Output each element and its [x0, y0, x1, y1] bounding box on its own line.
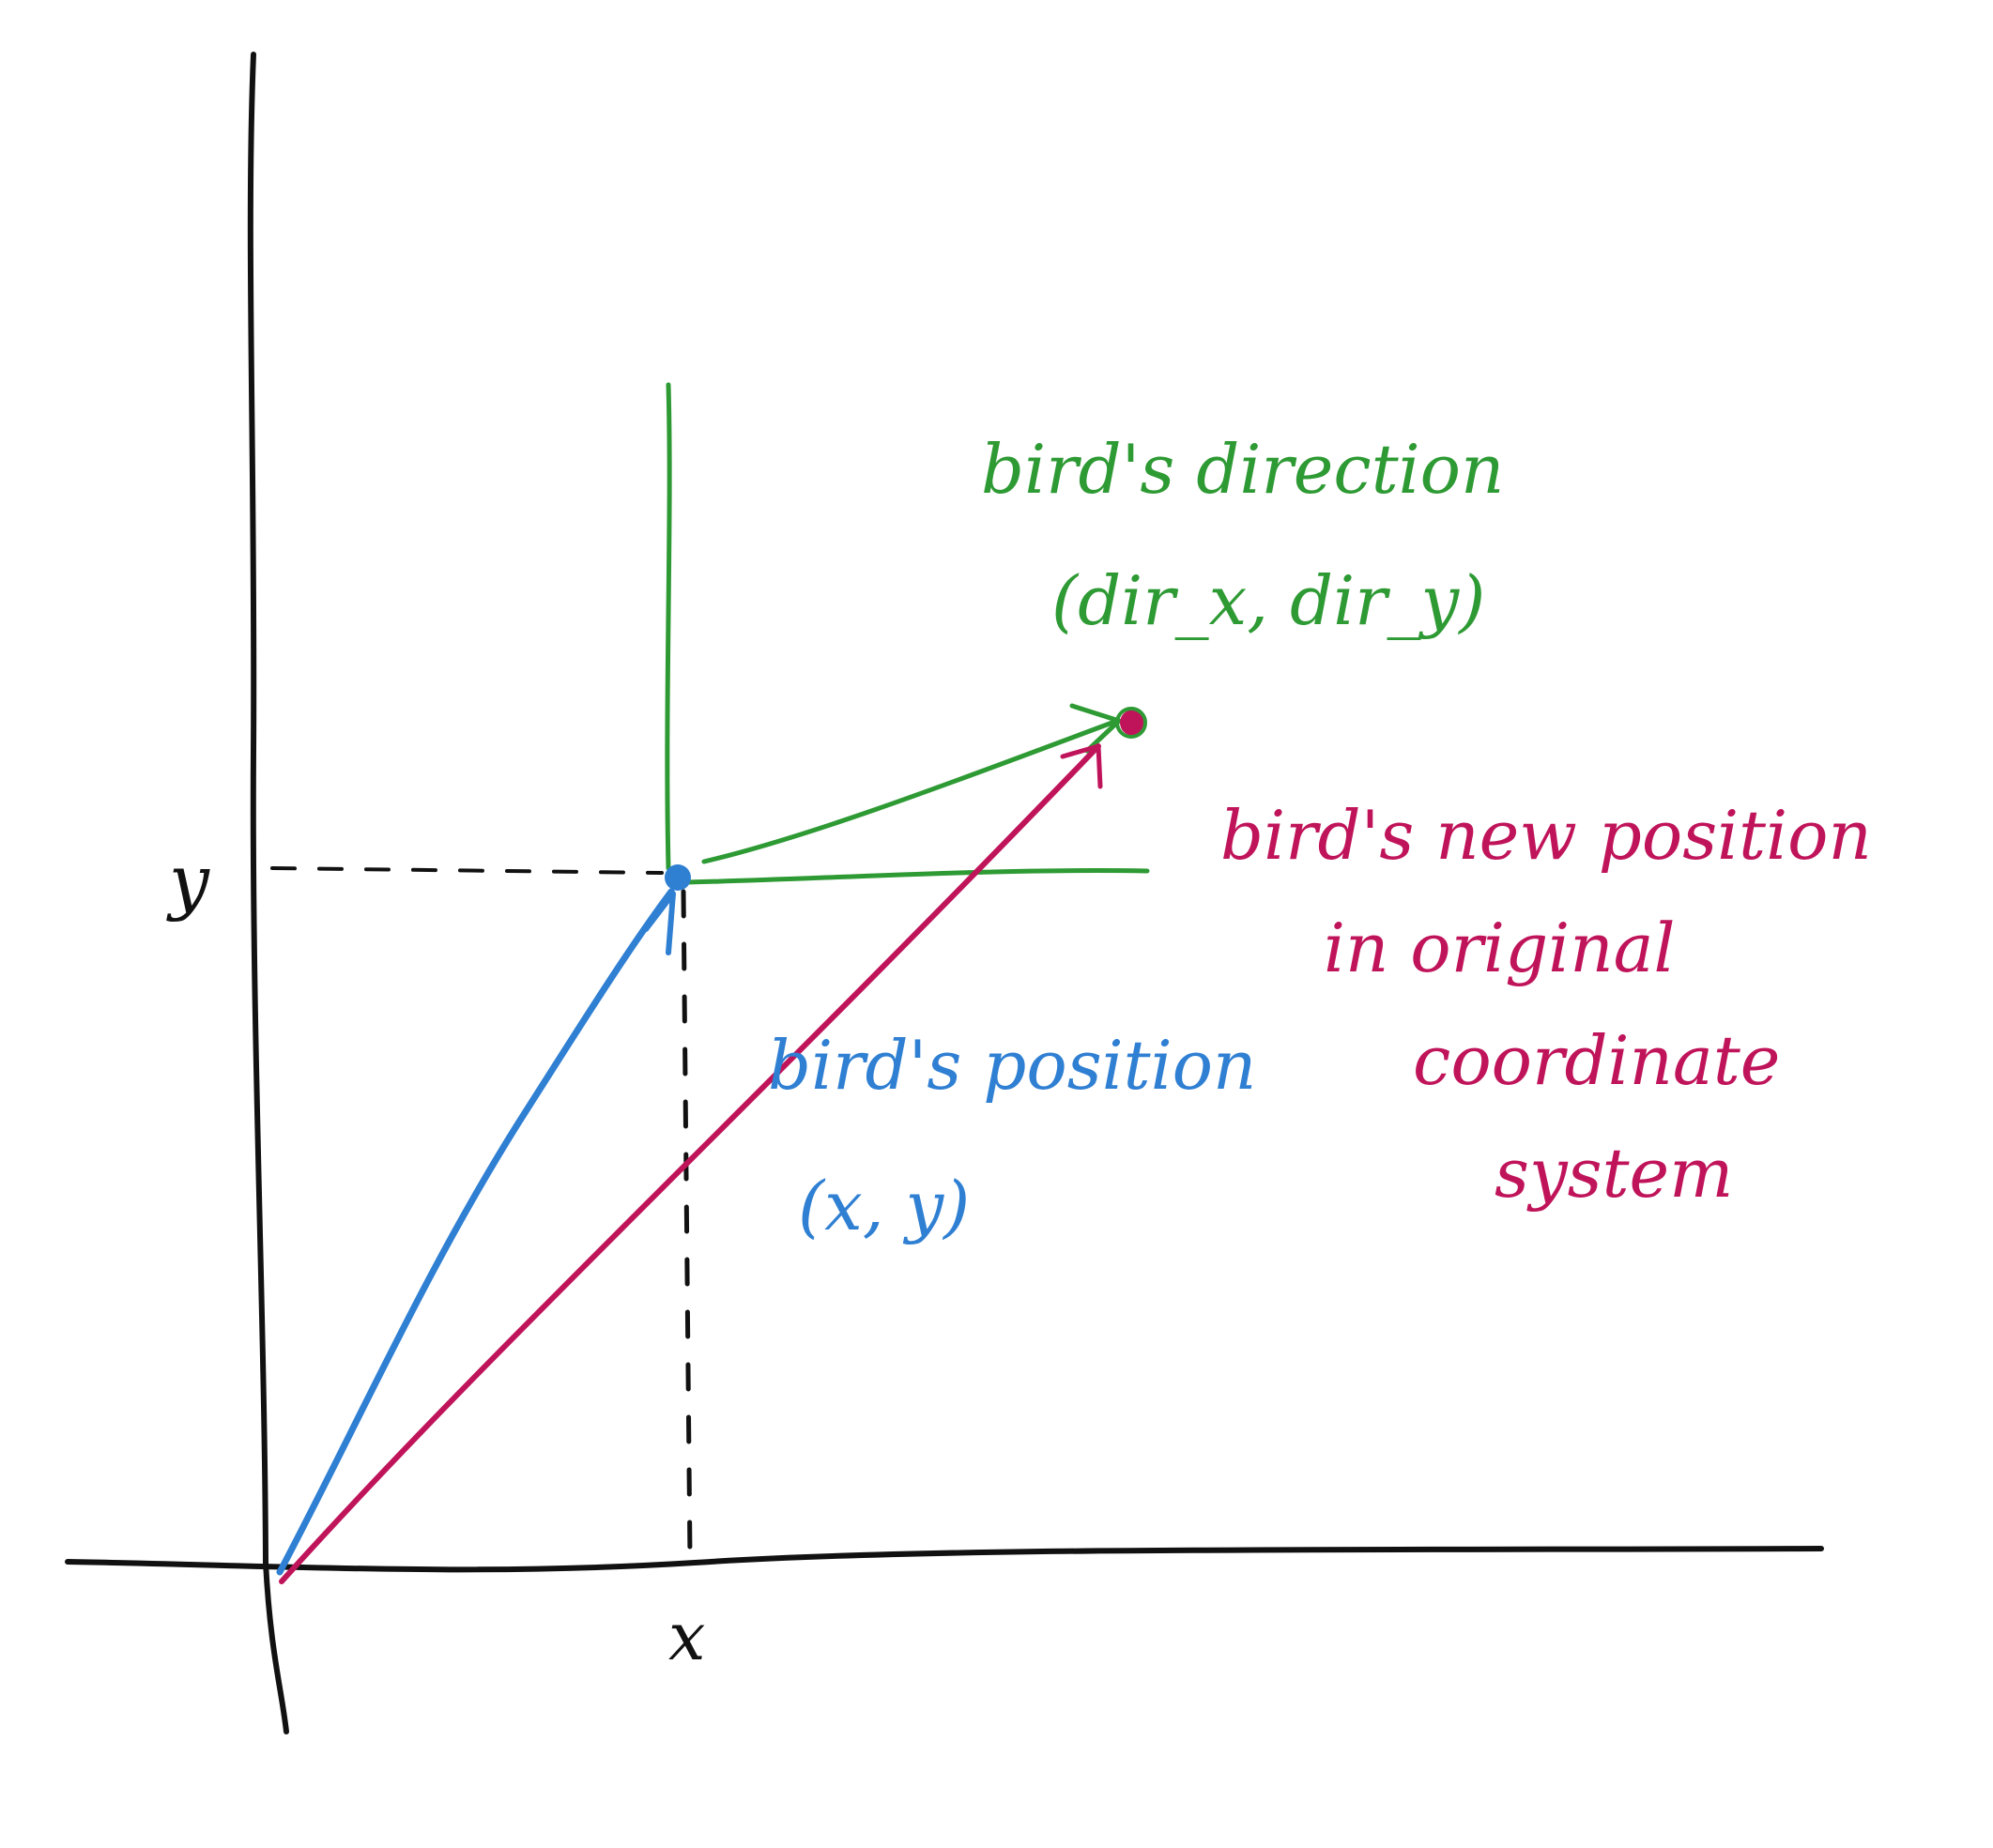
direction-label: bird's direction (dir_x, dir_y)	[981, 430, 1504, 640]
new-position-label-line1: bird's new position	[1220, 796, 1872, 875]
local-frame-horizontal-line	[681, 868, 1150, 885]
new-position-label-line4: system	[1495, 1134, 1733, 1213]
y-guide-dashed-line	[270, 866, 664, 875]
position-label-line1: bird's position	[768, 1026, 1256, 1105]
position-vector-line	[276, 888, 675, 1576]
y-axis-label: y	[166, 839, 210, 923]
new-position-vector-line	[279, 743, 1101, 1584]
local-frame-vertical-line	[665, 382, 672, 871]
direction-vector-line	[701, 718, 1120, 864]
new-position-label: bird's new position in original coordina…	[1220, 796, 1872, 1213]
direction-label-line2: (dir_x, dir_y)	[1051, 561, 1485, 640]
bird-position-point	[665, 864, 691, 891]
x-axis-line	[65, 1546, 1824, 1573]
y-axis-line	[247, 52, 289, 1734]
new-position-label-line2: in original	[1324, 909, 1676, 987]
new-position-label-line3: coordinate	[1413, 1021, 1780, 1100]
position-arrowhead	[643, 891, 676, 955]
direction-tip-ring	[1115, 707, 1147, 739]
new-position-arrowhead	[1060, 743, 1103, 789]
direction-label-line1: bird's direction	[981, 430, 1504, 509]
position-label-line2: (x, y)	[798, 1167, 970, 1245]
x-axis-label: x	[668, 1598, 705, 1675]
x-guide-dashed-line	[681, 889, 693, 1561]
bird-new-position-point	[1120, 710, 1146, 736]
position-label: bird's position (x, y)	[768, 1026, 1256, 1245]
